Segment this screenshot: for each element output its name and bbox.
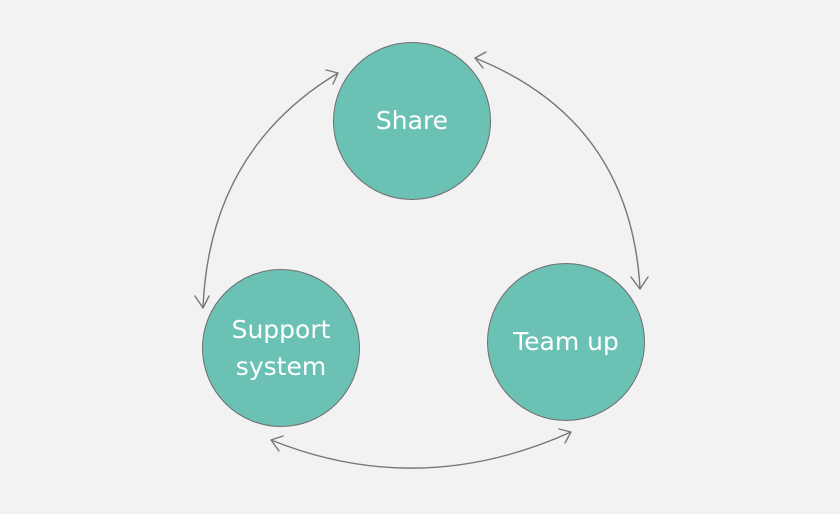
arrowhead-at-share: [325, 69, 339, 85]
arrowhead-at-teamup-bottom: [558, 428, 572, 444]
node-share: Share: [333, 42, 491, 200]
node-support-system: Support system: [202, 269, 360, 427]
edge-share-teamup: [474, 51, 649, 290]
arrowhead-at-teamup: [630, 276, 649, 290]
node-share-label: Share: [375, 106, 449, 136]
arc-support-teamup: [270, 431, 572, 469]
arrowhead-at-share-right: [474, 51, 487, 69]
edge-support-teamup: [270, 428, 572, 469]
edge-share-support: [194, 69, 339, 309]
arc-share-teamup: [474, 57, 641, 289]
arrowhead-at-support-bottom: [270, 435, 284, 452]
node-team-up-label: Team up: [513, 327, 619, 357]
arrowhead-at-support: [194, 295, 210, 309]
node-team-up: Team up: [487, 263, 645, 421]
arc-share-support: [202, 72, 339, 308]
node-support-system-label: Support system: [231, 314, 331, 382]
